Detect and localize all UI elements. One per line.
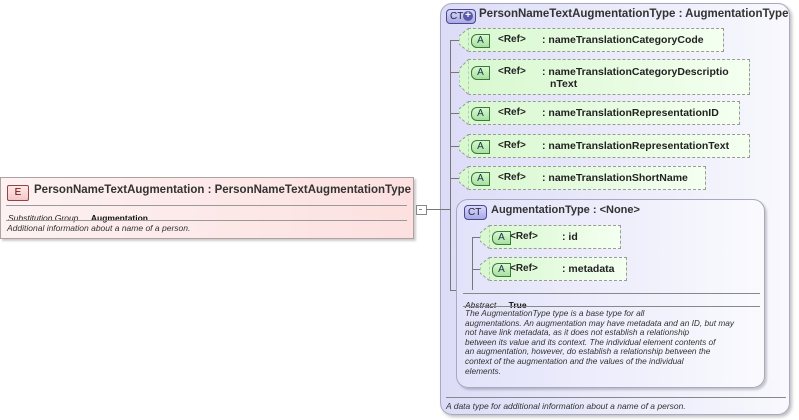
- divider: [463, 293, 760, 294]
- attribute-ref: <Ref>: [498, 172, 526, 183]
- tree-line: [450, 40, 460, 41]
- attribute-ref: <Ref>: [498, 107, 526, 118]
- description-line: elements.: [465, 365, 501, 376]
- attribute-ref: <Ref>: [498, 66, 526, 77]
- property-value: Augmentation: [90, 213, 148, 223]
- attribute-row[interactable]: A <Ref> : metadata: [480, 257, 627, 281]
- attribute-notch-icon: [459, 134, 469, 158]
- tree-line: [450, 178, 460, 179]
- attribute-ref: <Ref>: [510, 263, 538, 274]
- description-line: not have link metadata, as it does not e…: [465, 327, 690, 338]
- tree-line: [440, 209, 450, 210]
- tree-line: [472, 269, 482, 270]
- property-row: Substitution Group Augmentation: [8, 208, 148, 226]
- attribute-name: : id: [562, 231, 578, 243]
- description-line: an augmentation, however, do establish a…: [465, 346, 711, 357]
- tree-line: [472, 237, 473, 290]
- tree-line: [472, 237, 482, 238]
- divider: [6, 205, 407, 206]
- attribute-name: : nameTranslationCategoryDescriptio nTex…: [542, 66, 729, 90]
- attribute-row[interactable]: A <Ref> : nameTranslationRepresentationI…: [459, 101, 740, 125]
- divider: [463, 306, 760, 307]
- tree-line: [450, 146, 460, 147]
- attribute-notch-icon: [480, 225, 490, 249]
- attribute-ref: <Ref>: [498, 34, 526, 45]
- attribute-notch-icon: [459, 28, 469, 52]
- element-title: PersonNameTextAugmentation : PersonNameT…: [34, 184, 412, 196]
- attribute-badge: A: [471, 140, 490, 154]
- tree-line: [450, 40, 451, 291]
- attribute-name-line: nText: [550, 78, 578, 90]
- attribute-badge: A: [492, 231, 511, 245]
- attribute-row[interactable]: A <Ref> : id: [480, 225, 621, 249]
- complex-type-title: PersonNameTextAugmentationType : Augment…: [479, 8, 789, 20]
- tree-line: [450, 113, 460, 114]
- attribute-ref: <Ref>: [510, 231, 538, 242]
- base-type-title: AugmentationType : <None>: [491, 204, 640, 216]
- complex-type-badge: CT +: [446, 9, 476, 24]
- attribute-badge: A: [471, 172, 490, 186]
- attribute-name: : nameTranslationRepresentationText: [542, 140, 730, 152]
- element-badge: E: [7, 185, 29, 201]
- attribute-name: : nameTranslationShortName: [542, 172, 688, 184]
- attribute-row[interactable]: A <Ref> : nameTranslationCategoryCode: [459, 28, 724, 52]
- connector-line: [419, 209, 422, 210]
- attribute-badge: A: [471, 107, 490, 121]
- description-line: The AugmentationType type is a base type…: [465, 308, 645, 318]
- attribute-badge: A: [471, 34, 490, 48]
- attribute-notch-icon: [459, 101, 469, 125]
- base-type-description: The AugmentationType type is a base type…: [465, 308, 765, 376]
- element-box[interactable]: E PersonNameTextAugmentation : PersonNam…: [0, 177, 414, 239]
- element-description: Additional information about a name of a…: [7, 223, 191, 233]
- description-line: augmentations. An augmentation may have …: [465, 317, 735, 328]
- divider: [6, 220, 407, 221]
- property-label: Abstract: [465, 300, 497, 310]
- attribute-notch-icon: [480, 257, 490, 281]
- plus-icon[interactable]: +: [463, 11, 473, 21]
- attribute-notch-icon: [459, 166, 469, 190]
- attribute-ref: <Ref>: [498, 140, 526, 151]
- description-line: between its value and its context. The i…: [465, 336, 716, 347]
- attribute-row[interactable]: A <Ref> : nameTranslationRepresentationT…: [459, 134, 750, 158]
- attribute-row[interactable]: A <Ref> : nameTranslationCategoryDescrip…: [459, 59, 750, 95]
- complex-type-badge-label: CT: [450, 11, 464, 22]
- attribute-name-line: : nameTranslationCategoryDescriptio: [542, 66, 729, 78]
- attribute-notch-icon: [459, 59, 469, 95]
- property-label: Substitution Group: [8, 213, 79, 223]
- property-row: Abstract True: [465, 295, 527, 313]
- attribute-badge: A: [492, 263, 511, 277]
- attribute-row[interactable]: A <Ref> : nameTranslationShortName: [459, 166, 706, 190]
- tree-line: [450, 72, 460, 73]
- property-value: True: [508, 300, 527, 310]
- attribute-badge: A: [471, 66, 490, 80]
- complex-type-description: A data type for additional information a…: [446, 401, 686, 411]
- connector-line: [426, 209, 440, 210]
- description-line: context of the augmentation and the valu…: [465, 355, 684, 366]
- attribute-name: : metadata: [562, 263, 615, 275]
- attribute-name: : nameTranslationRepresentationID: [542, 107, 719, 119]
- attribute-name: : nameTranslationCategoryCode: [542, 34, 704, 46]
- sequence-connector-icon[interactable]: [416, 205, 427, 215]
- divider: [446, 397, 786, 398]
- base-type-badge: CT: [464, 205, 487, 220]
